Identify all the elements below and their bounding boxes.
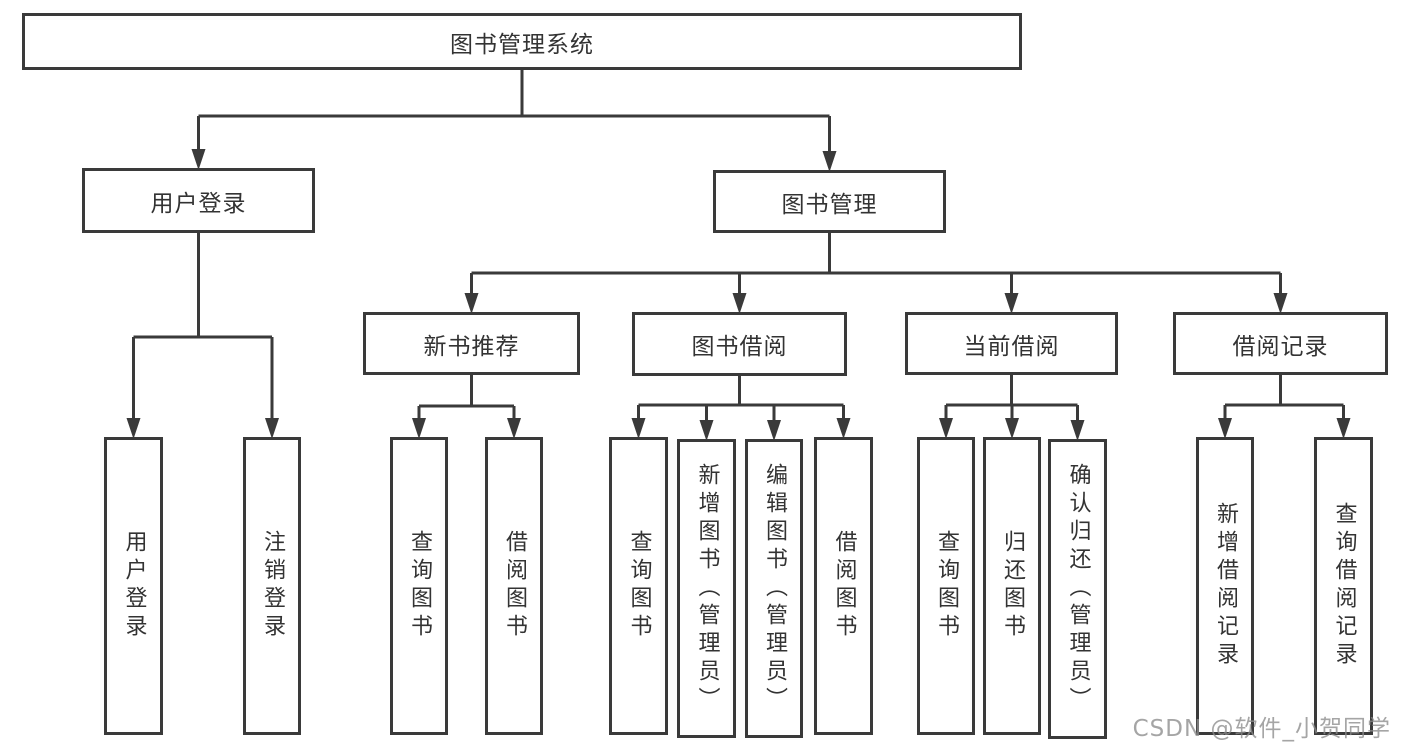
node-book-management: 图书管理: [713, 170, 946, 233]
node-current-borrowing: 当前借阅: [905, 312, 1118, 375]
node-label: 确认归还（管理员）: [1065, 463, 1091, 715]
node-label: 用户登录: [150, 190, 247, 217]
node-borrowing-borrow-book: 借阅图书: [814, 437, 873, 735]
node-label: 新增借阅记录: [1213, 502, 1238, 670]
node-current-return-book: 归还图书: [983, 437, 1041, 735]
node-label: 借阅图书: [831, 530, 857, 642]
node-logout-leaf: 注销登录: [243, 437, 301, 735]
node-label: 查询图书: [407, 530, 432, 642]
node-label: 查询图书: [626, 530, 652, 642]
node-records-query-record: 查询借阅记录: [1314, 437, 1373, 735]
node-label: 查询借阅记录: [1331, 502, 1357, 670]
node-label: 编辑图书（管理员）: [762, 462, 787, 715]
node-user-login-leaf: 用户登录: [104, 437, 163, 735]
node-label: 注销登录: [260, 530, 285, 642]
node-label: 借阅图书: [502, 530, 527, 642]
node-new-book-recommend: 新书推荐: [363, 312, 580, 375]
node-label: 当前借阅: [963, 333, 1060, 360]
node-borrowing-query-book: 查询图书: [609, 437, 668, 735]
node-book-management-system: 图书管理系统: [22, 13, 1022, 70]
node-recommend-query-book: 查询图书: [390, 437, 448, 735]
node-label: 图书借阅: [691, 334, 788, 360]
node-label: 图书管理系统: [450, 31, 594, 58]
node-label: 新增图书（管理员）: [694, 462, 720, 715]
node-user-login: 用户登录: [82, 168, 315, 233]
node-label: 图书管理: [781, 191, 878, 218]
node-current-query-book: 查询图书: [917, 437, 975, 735]
node-current-confirm-return-admin: 确认归还（管理员）: [1048, 439, 1107, 739]
node-borrowing-records: 借阅记录: [1173, 312, 1388, 375]
node-recommend-borrow-book: 借阅图书: [485, 437, 543, 735]
node-label: 查询图书: [934, 530, 959, 642]
node-borrowing-edit-book-admin: 编辑图书（管理员）: [745, 439, 803, 738]
node-label: 新书推荐: [423, 333, 520, 360]
node-label: 归还图书: [1000, 530, 1025, 642]
node-book-borrowing: 图书借阅: [632, 312, 847, 376]
node-label: 用户登录: [121, 530, 147, 642]
node-records-add-record: 新增借阅记录: [1196, 437, 1254, 735]
node-label: 借阅记录: [1232, 333, 1329, 360]
node-borrowing-add-book-admin: 新增图书（管理员）: [677, 439, 736, 738]
